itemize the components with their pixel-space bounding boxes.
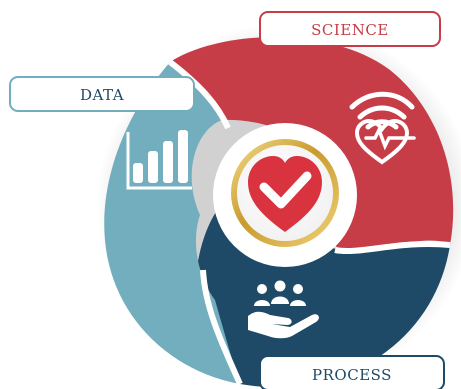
process-label: PROCESS [259, 355, 445, 389]
divider-swirl-right [334, 241, 451, 254]
science-label-text: SCIENCE [311, 21, 389, 39]
center-badge [231, 139, 339, 247]
heart-pulse-signal-icon [349, 91, 416, 165]
heart-check-icon [248, 156, 322, 232]
process-label-text: PROCESS [312, 366, 392, 384]
science-label: SCIENCE [259, 11, 441, 47]
data-label: DATA [9, 76, 195, 112]
data-label-text: DATA [80, 86, 124, 104]
bar-chart-icon [126, 130, 192, 190]
divider-swirl-top [168, 59, 231, 130]
divider-swirl-bottom [200, 269, 243, 386]
people-in-hand-icon [248, 280, 319, 339]
